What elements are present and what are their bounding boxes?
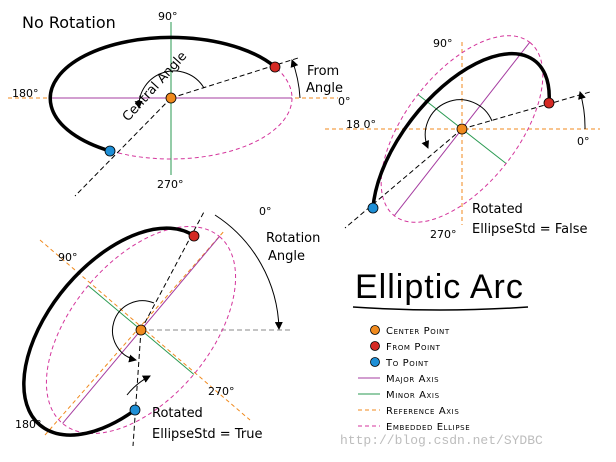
to-point	[104, 145, 116, 157]
label-0: 0°	[338, 95, 351, 108]
central-angle-arc	[134, 70, 205, 109]
rotation-angle-label-1: Rotation	[266, 231, 320, 246]
title-no-rotation: No Rotation	[22, 13, 116, 32]
caption-line-2: EllipseStd = True	[152, 427, 262, 442]
diagram-rotated-std-false: 90° 18 0° 270° 0° Rotated EllipseStd = F…	[325, 35, 600, 241]
watermark: http://blog.csdn.net/SYDBC	[340, 433, 543, 448]
legend-label-2: To Point	[385, 358, 429, 369]
rotation-angle-label-2: Angle	[268, 249, 305, 264]
from-angle-label-2: Angle	[306, 81, 343, 96]
label-0: 0°	[577, 135, 590, 148]
central-angle-arc	[421, 99, 493, 149]
label-0: 0°	[259, 205, 272, 218]
legend-label-0: Center Point	[386, 326, 450, 337]
caption-line-2: EllipseStd = False	[472, 222, 587, 237]
legend-label-3: Major Axis	[386, 374, 439, 385]
rotation-angle-arc	[214, 214, 283, 330]
to-radius	[74, 97, 172, 197]
diagram-rotated-std-true: 0° 90° 180° 270° Rotation Angle Rotated …	[15, 205, 320, 447]
central-angle-arc	[112, 300, 155, 363]
central-angle-label: Central Angle	[120, 49, 190, 125]
from-point	[543, 97, 555, 109]
legend-label-5: Reference Axis	[386, 406, 459, 417]
elliptic-arc	[48, 35, 277, 153]
from-angle-arc	[290, 59, 301, 99]
label-180: 180°	[12, 87, 39, 100]
center-point	[165, 92, 177, 104]
from-angle-label-1: From	[307, 64, 339, 79]
from-radius	[461, 91, 591, 130]
to-radius	[344, 128, 463, 229]
label-90: 90°	[158, 10, 178, 23]
legend-marker-0	[370, 325, 380, 335]
legend-title-underline	[352, 306, 529, 311]
label-270: 270°	[208, 385, 235, 398]
legend-marker-1	[370, 341, 380, 351]
reference-axis-rot2	[44, 229, 226, 436]
from-point	[269, 61, 281, 73]
embedded-ellipse	[380, 35, 544, 223]
label-270: 270°	[157, 178, 184, 191]
label-90: 90°	[433, 37, 453, 50]
caption-line-1: Rotated	[152, 406, 203, 421]
from-radius	[140, 209, 206, 331]
legend-label-4: Minor Axis	[386, 390, 440, 401]
legend-label-1: From Point	[386, 342, 441, 353]
diagram-no-rotation: No Rotation 90° 180° 270° 0° Central Ang…	[8, 10, 351, 197]
elliptic-arc	[22, 226, 195, 437]
label-90: 90°	[58, 251, 78, 264]
to-point	[129, 404, 141, 416]
legend-label-6: Embedded Ellipse	[386, 422, 470, 433]
label-270: 270°	[430, 228, 457, 241]
caption-line-1: Rotated	[472, 202, 523, 217]
from-point	[188, 230, 200, 242]
to-point	[367, 202, 379, 214]
from-radius	[170, 57, 299, 99]
elliptic-arc	[371, 51, 551, 209]
center-point	[456, 123, 468, 135]
label-180: 18 0°	[346, 118, 376, 131]
embedded-ellipse	[45, 226, 237, 434]
to-radius	[132, 329, 142, 447]
from-angle-arc	[578, 91, 586, 130]
from-angle-arc	[126, 375, 151, 396]
central-angle-text: Central Angle	[120, 49, 190, 125]
legend-title: Elliptic Arc	[355, 268, 524, 306]
embedded-ellipse	[49, 36, 293, 160]
label-180: 180°	[15, 418, 42, 431]
legend-marker-2	[370, 357, 380, 367]
center-point	[135, 324, 147, 336]
